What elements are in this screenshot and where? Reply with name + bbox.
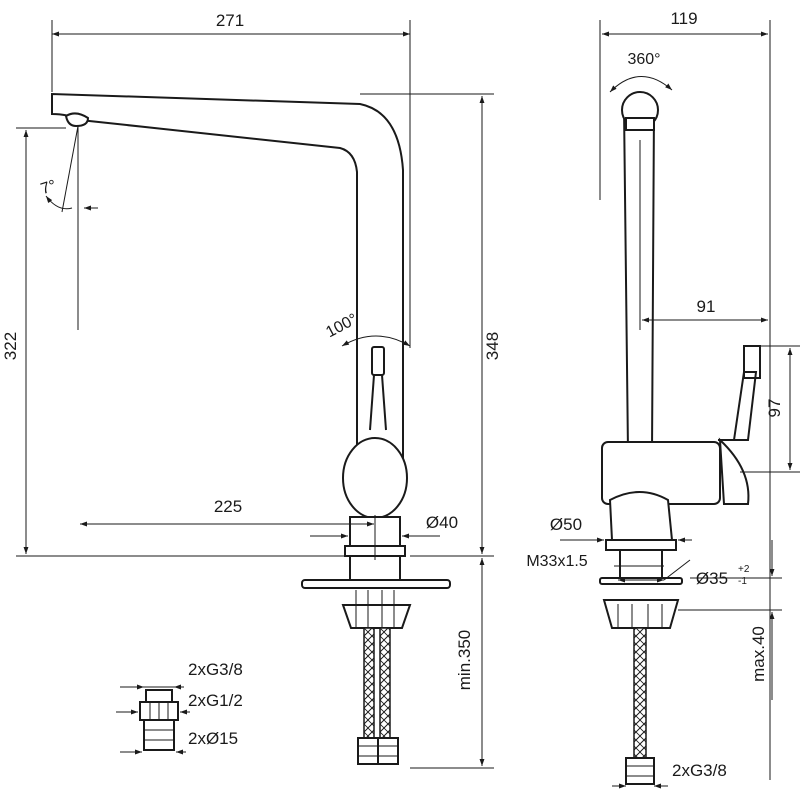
fixing-nut-side	[602, 599, 680, 629]
fitting-label-c: 2xØ15	[188, 729, 238, 748]
dim-spout-angle: 7°	[39, 177, 59, 198]
lever-grip-side	[718, 437, 750, 505]
dim-mount-thickness: max.40	[749, 626, 768, 682]
hose-side	[633, 627, 647, 759]
lever-side	[718, 345, 761, 441]
fitting-top	[145, 689, 173, 703]
dim-connection-side: 2xG3/8	[672, 761, 727, 780]
sink-plate-front	[301, 579, 451, 589]
dim-handle-height: 97	[765, 399, 784, 418]
base-ring-side	[605, 539, 677, 551]
aerator	[64, 112, 90, 128]
spout-outline	[51, 92, 404, 461]
dim-spout-reach: 225	[214, 497, 242, 516]
dim-total-height: 348	[483, 332, 502, 360]
sink-plate-side	[599, 577, 683, 585]
hose-right	[379, 627, 391, 739]
fitting-label-a: 2xG3/8	[188, 660, 243, 679]
dim-hole-tol-upper: +2	[738, 564, 750, 575]
fitting-bottom	[143, 719, 175, 751]
fixing-nut-front	[341, 604, 412, 629]
dim-hole-tol-lower: -1	[738, 576, 747, 587]
mounting-shank-front	[349, 555, 401, 581]
fitting-label-b: 2xG1/2	[188, 691, 243, 710]
faucet-body-front	[51, 92, 451, 765]
hose-left	[363, 627, 375, 739]
dim-handle-offset: 91	[697, 297, 716, 316]
spout-column-side	[622, 107, 656, 453]
shank-side	[619, 549, 663, 579]
hose-nut-side	[625, 757, 655, 785]
faucet-body-side	[599, 91, 761, 785]
mixer-body-front	[342, 437, 408, 519]
lever-handle-front	[371, 346, 385, 376]
fittings-detail: 2xG3/8 2xG1/2 2xØ15	[116, 660, 243, 755]
aerator-side	[625, 117, 655, 131]
lever-stem-front	[369, 374, 387, 431]
dim-total-depth: 119	[670, 9, 697, 28]
dim-thread: M33x1.5	[526, 553, 587, 570]
side-view: 119 360° 91 97 Ø50 M33x1.5 Ø35 +2 -1 max…	[526, 9, 800, 789]
dim-swivel-angle: 100°	[323, 311, 360, 342]
dim-total-width: 271	[216, 11, 244, 30]
neck-side	[608, 491, 674, 541]
hose-nut-right	[377, 737, 399, 765]
dim-spout-height: 322	[1, 332, 20, 360]
nut-lines-front	[355, 590, 395, 628]
dim-rotation: 360°	[627, 51, 660, 68]
dim-hose-length: min.350	[455, 630, 474, 690]
dim-base-diameter-front: Ø40	[426, 513, 458, 532]
hose-nut-left	[357, 737, 379, 765]
dim-base-diameter-side: Ø50	[550, 515, 582, 534]
front-view: 271 348 322 7° 100° 225 Ø40 min.350	[1, 11, 502, 769]
